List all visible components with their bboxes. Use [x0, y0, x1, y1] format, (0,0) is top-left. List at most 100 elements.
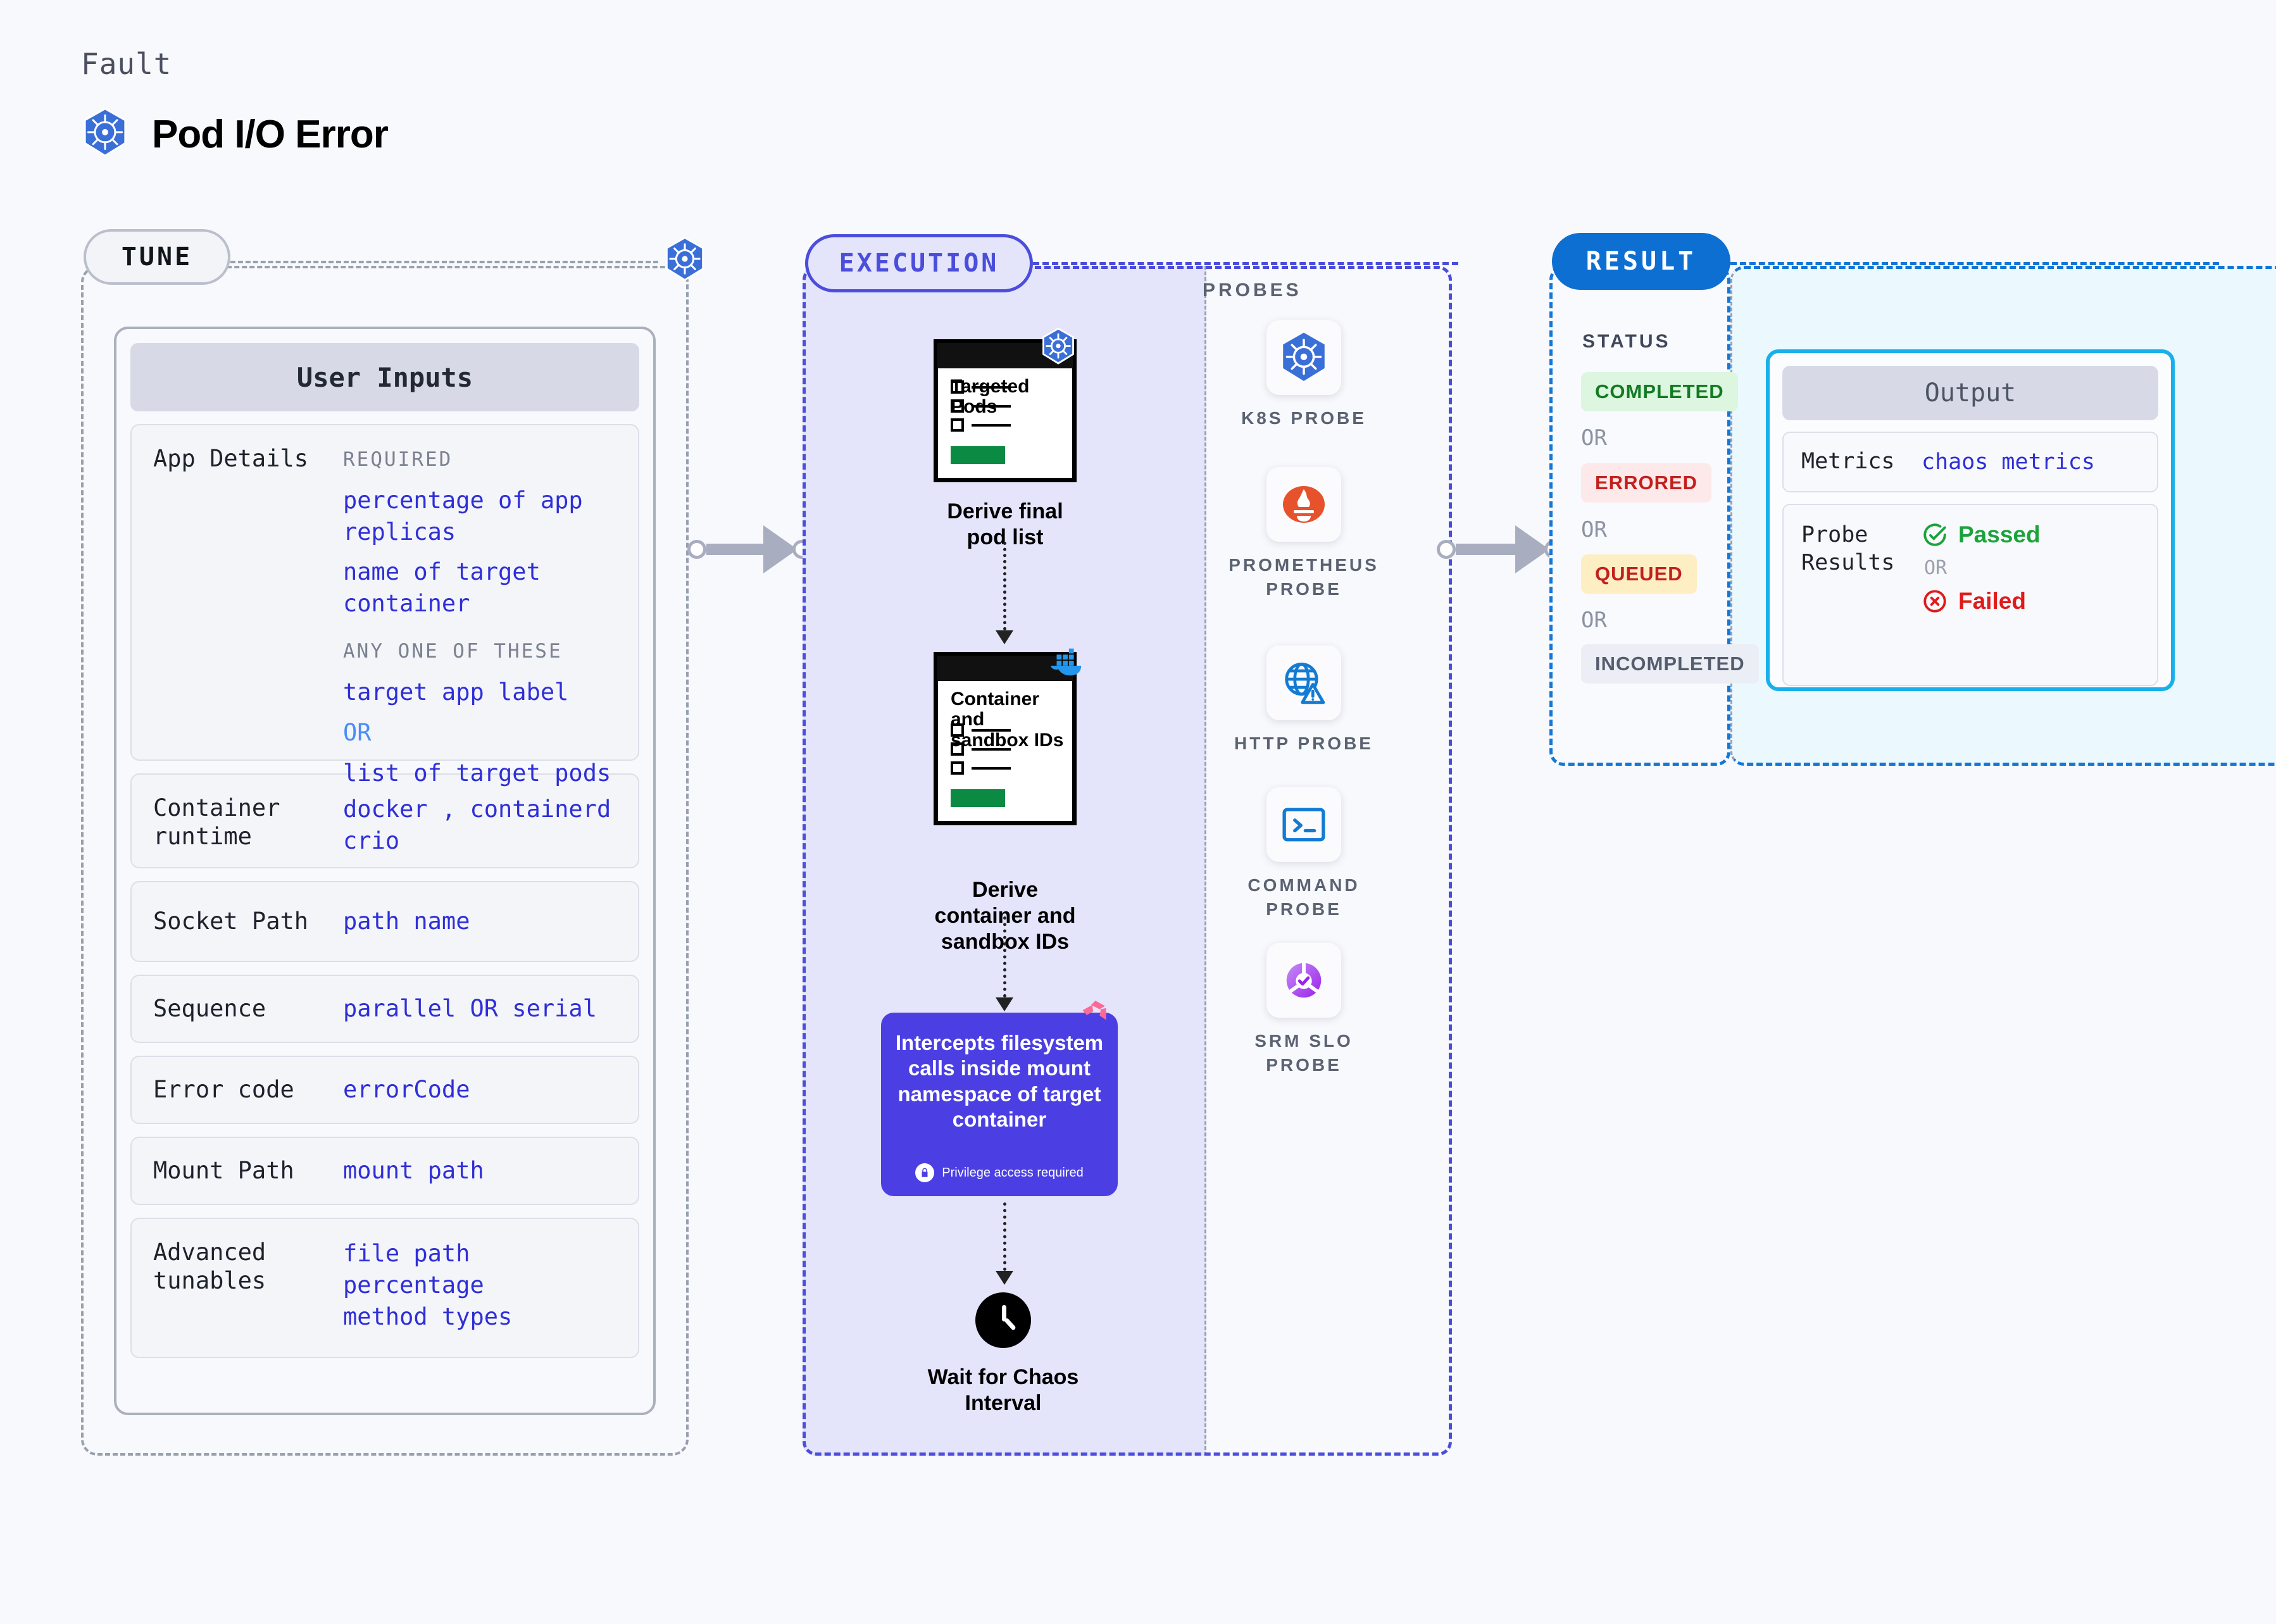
fault-title-row: Pod I/O Error	[81, 107, 389, 161]
targeted-pods-doc-icon: Targeted Pods	[934, 339, 1077, 482]
result-dash-line	[1730, 262, 2219, 265]
probe-result-failed: Failed	[1922, 588, 2139, 615]
anyone-caption: ANY ONE OF THESE	[343, 640, 563, 663]
flow-arrow-1	[996, 630, 1013, 644]
row-label: Container runtime	[153, 794, 280, 851]
row-label: Advanced tunables	[153, 1239, 266, 1295]
check-circle-icon	[1923, 523, 1946, 546]
failed-label: Failed	[1958, 588, 2026, 614]
intercept-card[interactable]: Intercepts filesystem calls inside mount…	[881, 1013, 1118, 1196]
status-badge-completed: COMPLETED	[1581, 372, 1738, 411]
status-badge-incompleted: INCOMPLETED	[1581, 644, 1759, 684]
row-value: percentage of app replicas	[343, 486, 583, 546]
tune-row-container-runtime[interactable]: Container runtime docker , containerd cr…	[130, 773, 639, 868]
connector-execution-result	[1437, 525, 1563, 573]
docker-icon	[1047, 647, 1086, 680]
flow-arrow-3	[996, 1271, 1013, 1285]
row-label: App Details	[153, 445, 309, 472]
output-row-probe-results[interactable]: Probe Results Passed OR Failed	[1782, 504, 2158, 686]
flow-dash-3	[1003, 1202, 1006, 1271]
connector-tune-execution	[687, 525, 811, 573]
probe-srm-slo[interactable]: SRM SLO PROBE	[1222, 943, 1386, 1077]
probe-result-or: OR	[1924, 557, 1948, 579]
row-label: Error code	[153, 1076, 294, 1104]
output-title: Output	[1782, 366, 2158, 420]
status-badge-queued: QUEUED	[1581, 554, 1697, 594]
connector-dot	[1437, 540, 1456, 559]
passed-label: Passed	[1958, 522, 2041, 547]
execution-stage-pill[interactable]: EXECUTION	[805, 234, 1033, 292]
kubernetes-icon	[1041, 327, 1076, 368]
tune-row-socket-path[interactable]: Socket Path path name	[130, 881, 639, 962]
row-value: path name	[343, 908, 470, 935]
row-value: chaos metrics	[1922, 449, 2095, 475]
row-label: Socket Path	[153, 908, 309, 935]
status-label: STATUS	[1582, 331, 1671, 352]
status-or-2: OR	[1581, 517, 1607, 542]
status-or-3: OR	[1581, 608, 1607, 633]
probe-label: PROMETHEUS PROBE	[1229, 555, 1379, 599]
row-value: parallel OR serial	[343, 995, 597, 1023]
tune-row-app-details[interactable]: App Details REQUIRED percentage of app r…	[130, 424, 639, 787]
intercept-text: Intercepts filesystem calls inside mount…	[895, 1031, 1104, 1131]
probes-title: PROBES	[1203, 280, 1302, 301]
tune-row-error-code[interactable]: Error code errorCode	[130, 1056, 639, 1124]
x-circle-icon	[1923, 590, 1946, 613]
tune-dash-line	[230, 261, 658, 263]
tune-row-advanced-tunables[interactable]: Advanced tunables file path percentage m…	[130, 1218, 639, 1358]
flow-dash-1	[1003, 542, 1006, 630]
tune-row-mount-path[interactable]: Mount Path mount path	[130, 1137, 639, 1205]
user-inputs-title: User Inputs	[130, 343, 639, 411]
execution-dash-line	[1033, 262, 1458, 265]
result-stage-pill[interactable]: RESULT	[1552, 233, 1730, 290]
row-label: Mount Path	[153, 1157, 294, 1185]
status-badge-errored: ERRORED	[1581, 463, 1712, 503]
user-inputs-card: User Inputs App Details REQUIRED percent…	[114, 327, 656, 1415]
execution-stage-container	[803, 266, 1452, 1456]
output-row-metrics[interactable]: Metrics chaos metrics	[1782, 432, 2158, 492]
flow-node-wait-interval: Wait for Chaos Interval	[908, 1292, 1098, 1416]
privilege-note: Privilege access required	[881, 1163, 1118, 1182]
connector-bar	[1456, 544, 1516, 555]
tune-stage-container	[81, 266, 689, 1456]
kubernetes-icon	[81, 107, 129, 161]
row-value: method types	[343, 1302, 513, 1330]
row-value: target app label	[343, 678, 569, 706]
row-label: Sequence	[153, 995, 266, 1023]
srm-slo-icon	[1266, 943, 1341, 1018]
connector-arrow-icon	[1515, 525, 1549, 573]
row-value: mount path	[343, 1157, 484, 1185]
probe-k8s[interactable]: K8S PROBE	[1222, 320, 1386, 430]
row-value: errorCode	[343, 1076, 470, 1104]
row-value: crio	[343, 827, 400, 854]
fault-kicker: Fault	[81, 47, 172, 81]
kubernetes-icon	[1266, 320, 1341, 395]
probe-label: HTTP PROBE	[1234, 734, 1373, 753]
node-caption: Derive final pod list	[947, 499, 1063, 549]
probe-result-passed: Passed	[1922, 522, 2139, 548]
lock-icon	[915, 1163, 935, 1182]
globe-warning-icon	[1266, 646, 1341, 720]
probe-http[interactable]: HTTP PROBE	[1222, 646, 1386, 756]
row-value: percentage	[343, 1271, 484, 1299]
connector-dot	[687, 540, 706, 559]
node-caption: Wait for Chaos Interval	[927, 1365, 1079, 1415]
page-title: Pod I/O Error	[152, 113, 389, 156]
tune-row-sequence[interactable]: Sequence parallel OR serial	[130, 975, 639, 1043]
probe-label: K8S PROBE	[1241, 408, 1366, 428]
doc-title: Container and sandbox IDs	[951, 689, 1064, 751]
row-or: OR	[343, 718, 372, 746]
connector-arrow-icon	[763, 525, 797, 573]
probe-command[interactable]: COMMAND PROBE	[1222, 787, 1386, 921]
tune-stage-pill[interactable]: TUNE	[84, 229, 230, 285]
row-value: name of target container	[343, 558, 541, 618]
connector-bar	[706, 544, 765, 555]
privilege-text: Privilege access required	[942, 1165, 1084, 1180]
probe-label: SRM SLO PROBE	[1254, 1031, 1353, 1075]
container-sandbox-doc-icon: Container and sandbox IDs	[934, 652, 1077, 825]
probe-prometheus[interactable]: PROMETHEUS PROBE	[1222, 467, 1386, 601]
kubernetes-icon	[663, 237, 706, 285]
clock-icon	[975, 1292, 1031, 1348]
flow-dash-2	[1003, 916, 1006, 997]
flow-node-targeted-pods: Targeted Pods Derive final pod list	[929, 327, 1081, 551]
